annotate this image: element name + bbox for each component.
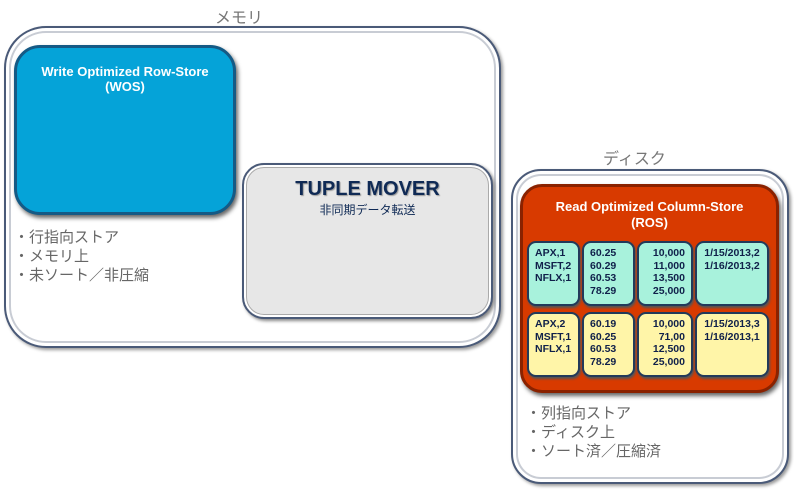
ros-cell: 10,000 71,00 12,500 25,000 — [637, 312, 693, 377]
ros-subtitle: (ROS) — [631, 215, 668, 230]
tuple-mover-subtitle: 非同期データ転送 — [319, 203, 416, 217]
ros-cell: APX,1 MSFT,2 NFLX,1 — [527, 241, 580, 306]
ros-cell: 60.25 60.29 60.53 78.29 — [582, 241, 635, 306]
bullet: ・ディスク上 — [526, 424, 615, 441]
ros-cell: APX,2 MSFT,1 NFLX,1 — [527, 312, 580, 377]
ros-cell: 10,000 11,000 13,500 25,000 — [637, 241, 693, 306]
memory-label: メモリ — [215, 10, 264, 27]
disk-label: ディスク — [603, 151, 666, 168]
bullet: ・行指向ストア — [14, 229, 120, 246]
bullet: ・列指向ストア — [526, 405, 632, 422]
ros-cell: 1/15/2013,3 1/16/2013,1 — [695, 312, 769, 377]
tuple-mover-title: TUPLE MOVER — [295, 178, 440, 200]
ros-title: Read Optimized Column-Store — [555, 199, 744, 214]
tuple-mover-box: TUPLE MOVER 非同期データ転送 — [242, 163, 493, 319]
ros-cell: 1/15/2013,2 1/16/2013,2 — [695, 241, 769, 306]
bullet: ・ソート済／圧縮済 — [526, 443, 662, 460]
bullet: ・未ソート／非圧縮 — [14, 267, 150, 284]
wos-box: Write Optimized Row-Store (WOS) — [14, 45, 236, 215]
wos-subtitle: (WOS) — [105, 79, 145, 94]
ros-cell: 60.19 60.25 60.53 78.29 — [582, 312, 635, 377]
bullet: ・メモリ上 — [14, 248, 90, 265]
disk-bullets: ・列指向ストア ・ディスク上 ・ソート済／圧縮済 — [526, 404, 661, 461]
wos-title: Write Optimized Row-Store — [41, 64, 209, 79]
memory-bullets: ・行指向ストア ・メモリ上 ・未ソート／非圧縮 — [14, 228, 149, 285]
